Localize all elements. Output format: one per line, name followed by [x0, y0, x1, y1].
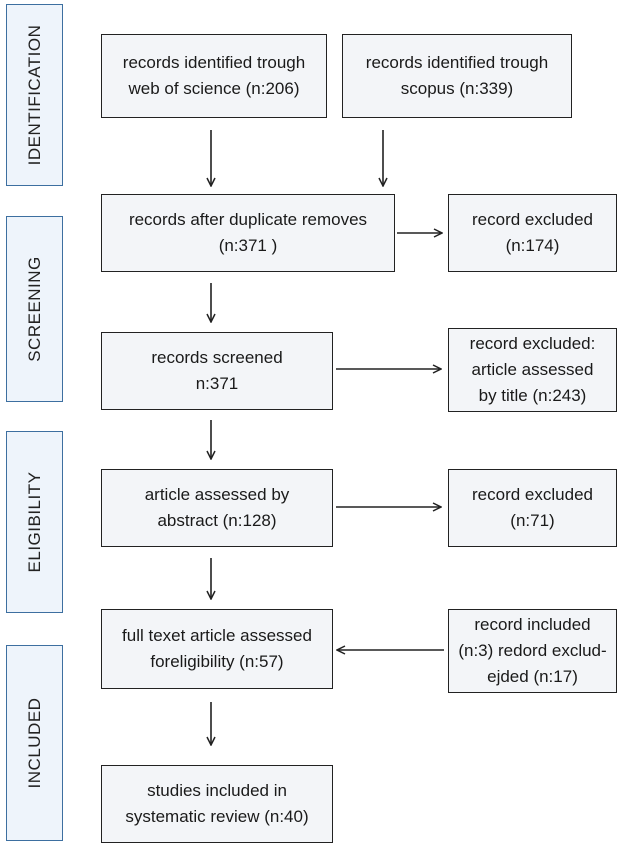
phase-identification-label: IDENTIFICATION: [24, 24, 44, 166]
phase-screening-label: SCREENING: [24, 256, 44, 362]
box-included-excluded: record included (n:3) redord exclud- ejd…: [448, 609, 617, 693]
box-scopus-text: records identified trough scopus (n:339): [365, 53, 549, 98]
box-after-duplicates-text: records after duplicate removes (n:371 ): [128, 210, 368, 255]
box-excluded-title: record excluded: article assessed by tit…: [448, 328, 617, 412]
phase-screening: SCREENING: [6, 216, 63, 402]
phase-eligibility-label: ELIGIBILITY: [24, 471, 44, 573]
phase-included-label: INCLUDED: [24, 697, 44, 789]
box-after-duplicates: records after duplicate removes (n:371 ): [101, 194, 395, 272]
box-abstract: article assessed by abstract (n:128): [101, 469, 333, 547]
box-abstract-text: article assessed by abstract (n:128): [144, 485, 290, 530]
box-records-screened-text: records screened n:371: [151, 348, 283, 393]
box-excluded-duplicates-text: record excluded (n:174): [472, 210, 593, 255]
box-fulltext: full texet article assessed foreligibili…: [101, 609, 333, 689]
box-records-screened: records screened n:371: [101, 332, 333, 410]
phase-identification: IDENTIFICATION: [6, 4, 63, 186]
phase-included: INCLUDED: [6, 645, 63, 841]
phase-eligibility: ELIGIBILITY: [6, 431, 63, 613]
box-web-of-science: records identified trough web of science…: [101, 34, 327, 118]
box-web-of-science-text: records identified trough web of science…: [122, 53, 306, 98]
box-fulltext-text: full texet article assessed foreligibili…: [122, 626, 312, 671]
box-final-studies-text: studies included in systematic review (n…: [125, 781, 309, 826]
box-included-excluded-text: record included (n:3) redord exclud- ejd…: [458, 615, 607, 686]
box-final-studies: studies included in systematic review (n…: [101, 765, 333, 843]
box-excluded-duplicates: record excluded (n:174): [448, 194, 617, 272]
box-excluded-abstract: record excluded (n:71): [448, 469, 617, 547]
box-excluded-abstract-text: record excluded (n:71): [472, 485, 593, 530]
box-scopus: records identified trough scopus (n:339): [342, 34, 572, 118]
box-excluded-title-text: record excluded: article assessed by tit…: [469, 334, 596, 405]
